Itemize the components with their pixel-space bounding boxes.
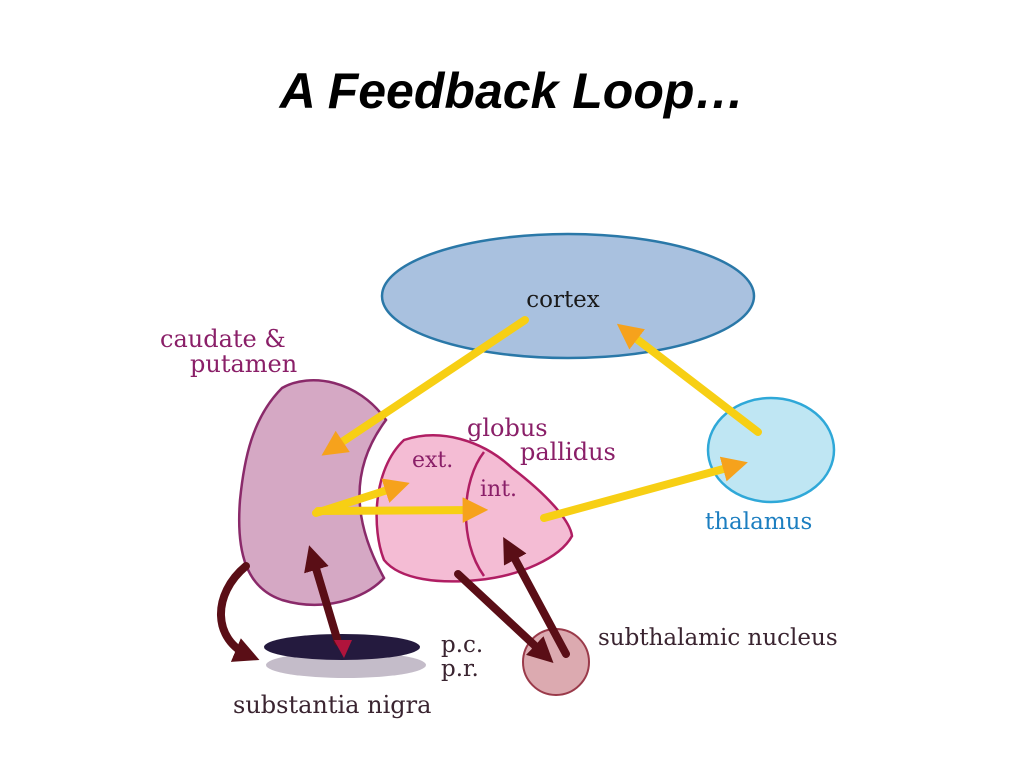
pr-label: p.r. xyxy=(441,656,479,682)
pc-label: p.c. xyxy=(441,632,483,658)
subthalamic-label: subthalamic nucleus xyxy=(598,625,838,651)
arrow-cortex-to-caudate xyxy=(321,316,529,456)
int-label: int. xyxy=(480,477,517,502)
caudate-label-line2: putamen xyxy=(190,350,297,378)
arrow-ext-to-subthalamic xyxy=(454,570,554,663)
ext-label: ext. xyxy=(412,448,453,473)
arrow-thalamus-to-cortex xyxy=(616,323,762,436)
caudate-label-line1: caudate & xyxy=(160,325,286,353)
arrow-int-to-thalamus xyxy=(540,456,748,522)
arrow-caudate-to-substantia-nigra xyxy=(217,562,260,662)
thalamus-region xyxy=(706,396,836,504)
slide-title: A Feedback Loop… xyxy=(279,63,745,119)
globus-label-line2: pallidus xyxy=(520,438,616,466)
cortex-label: cortex xyxy=(526,287,600,313)
caudate-putamen-region xyxy=(237,379,388,606)
arrow-caudate-to-int xyxy=(314,497,489,523)
substantia-nigra-label: substantia nigra xyxy=(233,691,431,719)
cortex-region xyxy=(380,232,756,360)
pc-arrowhead xyxy=(334,640,352,658)
globus-label-line1: globus xyxy=(467,414,548,442)
thalamus-label: thalamus xyxy=(705,509,812,535)
arrow-subthalamic-to-int xyxy=(503,536,570,658)
arrow-substantia-nigra-to-caudate xyxy=(304,545,342,646)
